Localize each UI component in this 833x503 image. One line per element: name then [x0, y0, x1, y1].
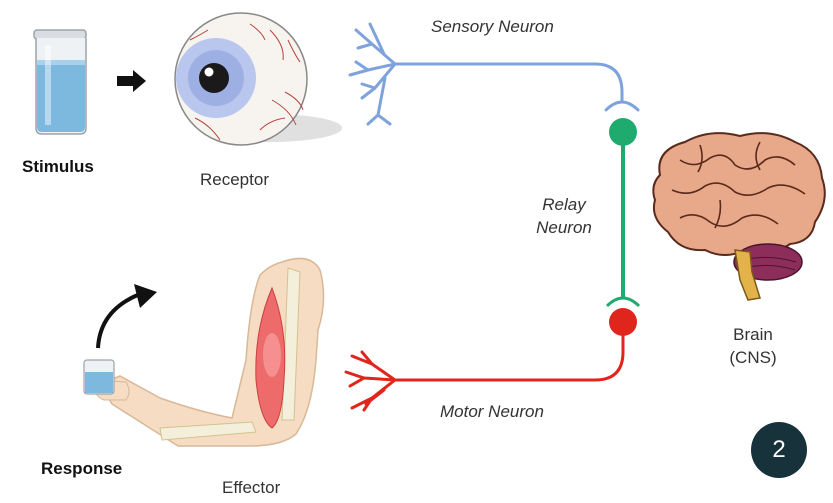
brain-icon — [653, 133, 824, 300]
eyeball-icon — [175, 13, 342, 145]
relay-neuron — [607, 118, 639, 306]
brain-label-line2: (CNS) — [714, 348, 792, 368]
response-glass-icon — [84, 360, 114, 394]
arrow-right-icon — [117, 70, 146, 92]
response-label: Response — [41, 459, 122, 479]
sensory-neuron — [350, 24, 638, 124]
effector-label: Effector — [222, 478, 280, 498]
motor-neuron — [346, 336, 623, 410]
receptor-label: Receptor — [200, 170, 269, 190]
arm-icon — [95, 258, 324, 446]
beaker-icon — [34, 30, 86, 134]
sensory-neuron-label: Sensory Neuron — [431, 17, 554, 37]
motor-neuron-label: Motor Neuron — [440, 402, 544, 422]
curved-arrow-icon — [98, 284, 157, 348]
brain-label-line1: Brain — [718, 325, 788, 345]
motor-neuron-body — [609, 308, 637, 336]
stimulus-label: Stimulus — [22, 157, 94, 177]
relay-neuron-label-line1: Relay — [528, 195, 600, 215]
page-number-badge: 2 — [751, 422, 807, 478]
relay-neuron-label-line2: Neuron — [518, 218, 610, 238]
